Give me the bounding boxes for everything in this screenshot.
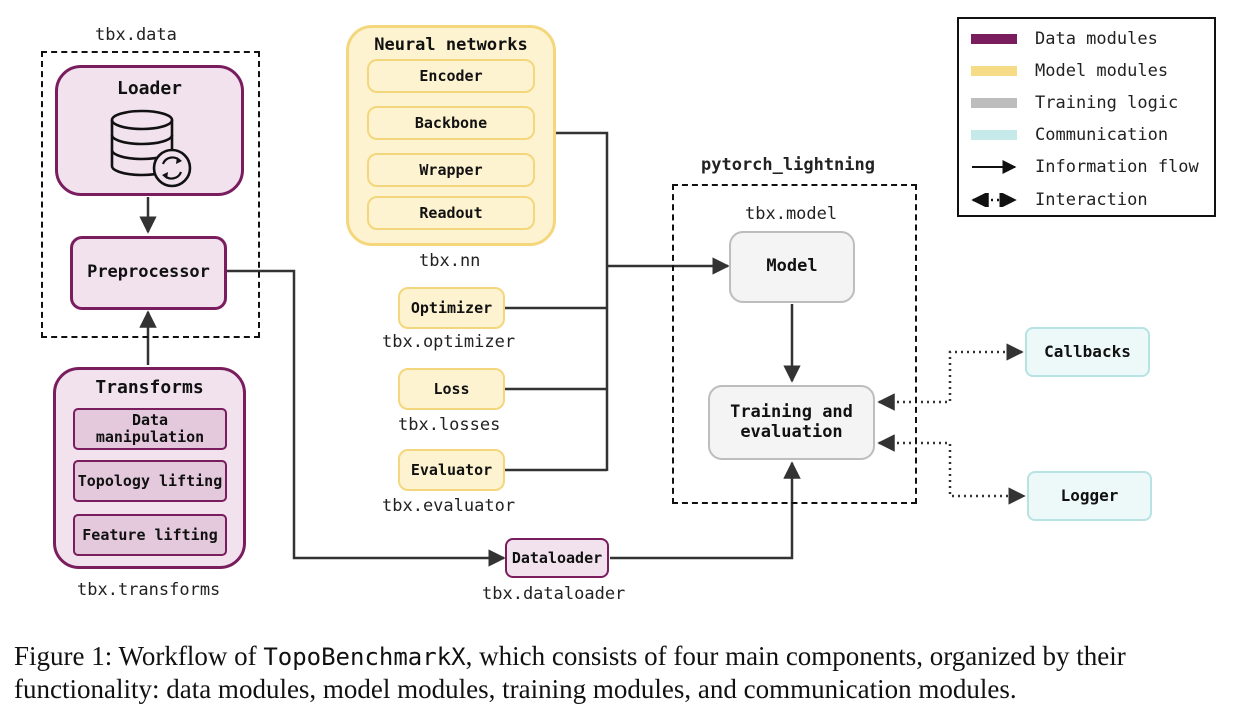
nn-item: Wrapper: [367, 153, 535, 187]
legend-item: Training logic: [971, 91, 1178, 115]
arrow-preprocessor-dataloader: [226, 269, 506, 567]
lightning-title: pytorch_lightning: [701, 155, 875, 175]
legend-swatch: [971, 66, 1017, 76]
nn-title: Neural networks: [374, 35, 528, 55]
nn-item: Readout: [367, 196, 535, 230]
training-label: Training and evaluation: [730, 402, 853, 442]
callbacks-box: Callbacks: [1025, 327, 1150, 377]
optimizer-box: Optimizer: [398, 287, 505, 329]
preprocessor-label: Preprocessor: [87, 262, 210, 283]
preprocessor-box: Preprocessor: [70, 236, 227, 310]
loss-label: Loss: [433, 379, 470, 398]
caption-name: TopoBenchmarkX: [263, 643, 466, 671]
transforms-title: Transforms: [95, 377, 204, 398]
figure-caption: Figure 1: Workflow of TopoBenchmarkX, wh…: [14, 640, 1224, 705]
nn-item: Backbone: [367, 106, 535, 140]
dataloader-box: Dataloader: [505, 538, 609, 578]
caption-text-after: , which consists of four main components…: [14, 641, 1126, 704]
loss-package-label: tbx.losses: [398, 415, 501, 435]
optimizer-label: Optimizer: [410, 298, 493, 317]
legend-item: Interaction: [971, 188, 1148, 212]
logger-box: Logger: [1027, 471, 1152, 521]
database-refresh-icon: [110, 109, 192, 188]
loader-box: Loader: [55, 65, 244, 196]
legend-label: Interaction: [1035, 190, 1148, 210]
legend-item: Data modules: [971, 27, 1158, 51]
transform-item: Feature lifting: [73, 514, 227, 556]
callbacks-label: Callbacks: [1044, 342, 1131, 362]
legend-label: Communication: [1035, 125, 1169, 145]
evaluator-label: Evaluator: [410, 460, 493, 479]
line-nn-bus: [556, 131, 609, 471]
legend-item: Communication: [971, 123, 1168, 147]
transform-item: Topology lifting: [73, 460, 227, 502]
transforms-package-label: tbx.transforms: [77, 580, 221, 600]
interaction-callbacks: [877, 343, 1024, 411]
transform-item: Data manipulation: [73, 408, 227, 450]
nn-package-label: tbx.nn: [419, 251, 481, 271]
evaluator-package-label: tbx.evaluator: [382, 496, 516, 516]
neural-networks-box: Neural networks Encoder Backbone Wrapper…: [346, 25, 556, 246]
legend-swatch: [971, 98, 1017, 108]
nn-item: Encoder: [367, 59, 535, 93]
legend-label: Information flow: [1035, 157, 1199, 177]
data-group-frame: [41, 51, 260, 338]
legend: Data modules Model modules Training logi…: [957, 17, 1216, 217]
legend-swatch: [971, 130, 1017, 140]
logger-label: Logger: [1060, 486, 1119, 506]
caption-text-before: Workflow of: [112, 641, 264, 671]
model-label: Model: [766, 256, 818, 277]
legend-item: Model modules: [971, 59, 1168, 83]
interaction-logger: [877, 434, 1026, 505]
legend-label: Model modules: [1035, 61, 1169, 81]
loss-box: Loss: [398, 368, 505, 410]
legend-label: Training logic: [1035, 93, 1179, 113]
training-box: Training and evaluation: [708, 385, 875, 460]
model-box: Model: [729, 231, 855, 303]
dotted-double-arrow-icon: [971, 193, 1017, 207]
lightning-group-frame: [672, 184, 917, 504]
legend-label: Data modules: [1035, 29, 1158, 49]
solid-arrow-icon: [972, 160, 1017, 174]
connector-layer: [139, 131, 1026, 567]
dataloader-label: Dataloader: [511, 548, 603, 567]
dataloader-package-label: tbx.dataloader: [482, 584, 626, 604]
caption-prefix: Figure 1:: [14, 641, 113, 671]
data-package-label: tbx.data: [95, 25, 177, 45]
legend-item: Information flow: [971, 155, 1199, 179]
legend-swatch: [971, 34, 1017, 44]
model-package-label: tbx.model: [745, 204, 838, 224]
loader-label: Loader: [116, 78, 183, 99]
transforms-box: Transforms Data manipulation Topology li…: [53, 367, 246, 569]
optimizer-package-label: tbx.optimizer: [382, 332, 516, 352]
arrow-dataloader-training: [610, 461, 801, 560]
evaluator-box: Evaluator: [398, 449, 505, 491]
